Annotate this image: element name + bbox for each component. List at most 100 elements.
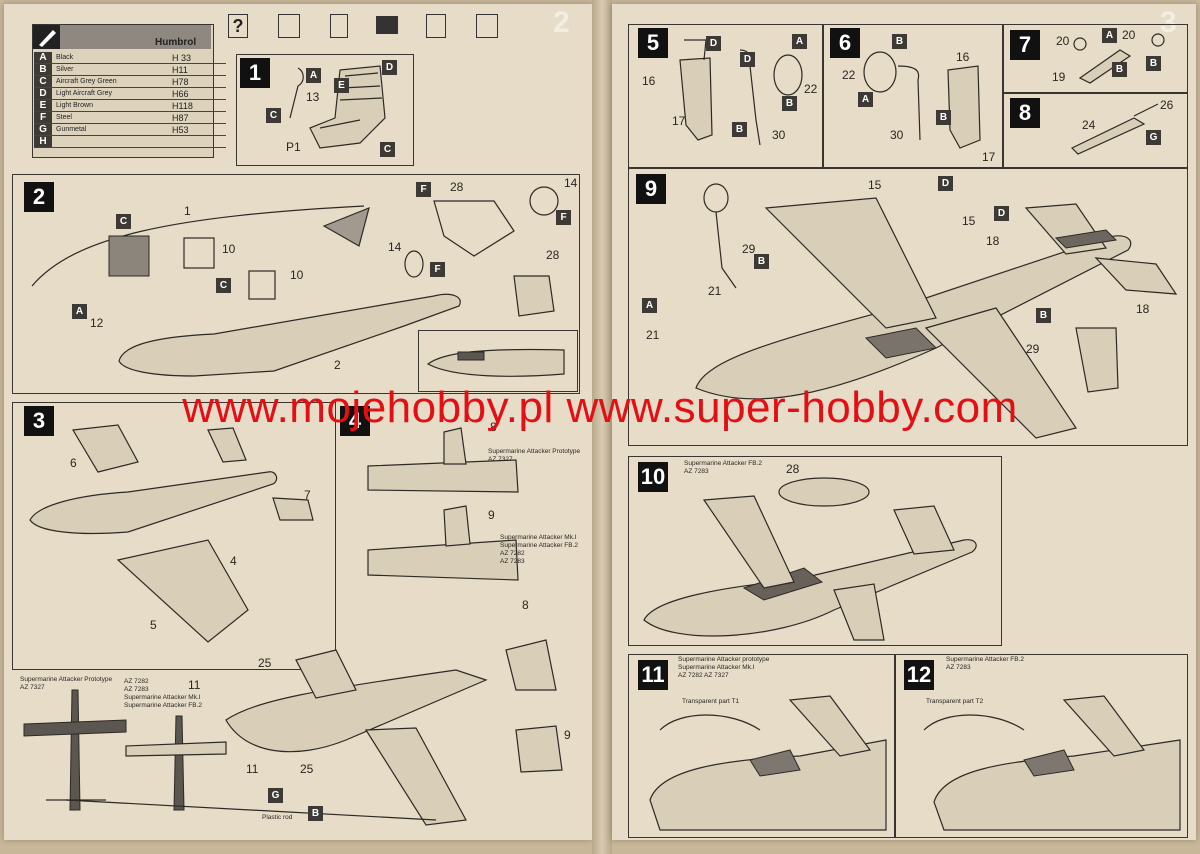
color-callout-A: A (858, 92, 873, 107)
part-22: 22 (842, 68, 856, 82)
color-callout-D: D (706, 36, 721, 51)
part-20: 20 (1056, 34, 1070, 48)
step-5-number: 5 (638, 28, 668, 58)
gear-door-drawing (1073, 33, 1165, 84)
part-28: 28 (450, 180, 464, 194)
paint-row: H (34, 135, 226, 148)
step-2-frame (12, 174, 580, 394)
color-callout-E: E (334, 78, 349, 93)
part-11: 11 (188, 678, 201, 692)
cut-icon (476, 14, 498, 38)
part-15: 15 (962, 214, 976, 228)
step-12-frame (894, 654, 1188, 838)
part-28: 28 (786, 462, 800, 476)
part-8: 8 (522, 598, 529, 612)
part-19: 19 (1052, 70, 1066, 84)
step-11-number: 11 (638, 660, 668, 690)
part-16: 16 (642, 74, 656, 88)
part-2: 2 (334, 358, 341, 372)
step-1-frame (236, 54, 414, 166)
step-7-frame (1002, 24, 1188, 94)
part-25: 25 (300, 762, 314, 776)
color-callout-B: B (1146, 56, 1161, 71)
paint-table-header-band (60, 25, 211, 49)
wing-attach-drawing (29, 424, 314, 643)
step-1-number: 1 (240, 58, 270, 88)
color-callout-A: A (306, 68, 321, 83)
color-callout-C: C (266, 108, 281, 123)
part-26: 26 (1160, 98, 1174, 112)
color-callout-C: C (216, 278, 231, 293)
step-2-number: 2 (24, 182, 54, 212)
fuselage-canopy-drawing (31, 186, 559, 377)
part-10: 10 (222, 242, 236, 256)
part-13: 13 (306, 90, 320, 104)
part-1: 1 (184, 204, 191, 218)
color-callout-B: B (308, 806, 323, 821)
part-18: 18 (986, 234, 1000, 248)
part-9: 9 (564, 728, 571, 742)
color-callout-C: C (380, 142, 395, 157)
plastic-rod-label: Plastic rod (262, 814, 293, 821)
step-8-frame (1002, 92, 1188, 168)
question-icon: ? (228, 14, 248, 38)
step-8-number: 8 (1010, 98, 1040, 128)
color-callout-F: F (556, 210, 571, 225)
step-7-number: 7 (1010, 30, 1040, 60)
assemble-arrow-icon (376, 16, 398, 34)
part-8: 8 (490, 420, 497, 434)
part-P1: P1 (286, 140, 301, 154)
underside-assembly-drawing (695, 183, 1178, 439)
part-15: 15 (868, 178, 882, 192)
color-callout-A: A (642, 298, 657, 313)
step-11-frame (628, 654, 896, 838)
color-callout-D: D (740, 52, 755, 67)
part-11: 11 (246, 762, 259, 776)
step-5-frame (628, 24, 824, 168)
color-callout-D: D (938, 176, 953, 191)
part-30: 30 (772, 128, 786, 142)
color-callout-C: C (116, 214, 131, 229)
color-callout-A: A (72, 304, 87, 319)
part-21: 21 (646, 328, 660, 342)
cockpit-canopy-drawing-1 (649, 695, 887, 831)
page-number-left: 2 (553, 6, 570, 39)
step-9-frame (628, 168, 1188, 446)
step-6-number: 6 (830, 28, 860, 58)
step-10-number: 10 (638, 462, 668, 492)
part-7: 7 (304, 488, 311, 502)
part-16: 16 (956, 50, 970, 64)
color-callout-B: B (892, 34, 907, 49)
part-17: 17 (982, 150, 996, 164)
color-callout-B: B (1036, 308, 1051, 323)
paint-brush-icon (33, 25, 60, 49)
part-22: 22 (804, 82, 818, 96)
step-6-frame (822, 24, 1004, 168)
part-28: 28 (546, 248, 560, 262)
transparent-part-T1: Transparent part T1 (682, 698, 740, 705)
cockpit-canopy-drawing-2 (923, 695, 1181, 831)
part-10: 10 (290, 268, 304, 282)
page-gutter (592, 0, 612, 854)
seat-drawing (289, 65, 386, 149)
part-21: 21 (708, 284, 722, 298)
color-callout-B: B (754, 254, 769, 269)
part-30: 30 (890, 128, 904, 142)
part-18: 18 (1136, 302, 1150, 316)
part-14: 14 (564, 176, 578, 190)
part-29: 29 (742, 242, 756, 256)
step-12-number: 12 (904, 660, 934, 690)
color-callout-A: A (792, 34, 807, 49)
